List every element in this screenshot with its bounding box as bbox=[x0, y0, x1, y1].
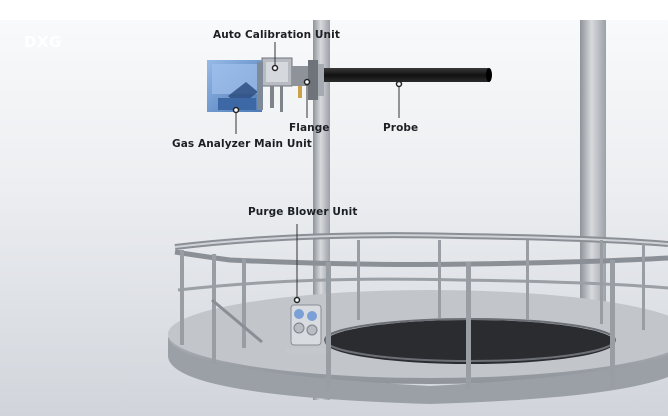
label-flange: Flange bbox=[289, 122, 330, 134]
railing-posts bbox=[180, 240, 645, 390]
label-probe: Probe bbox=[383, 122, 419, 134]
label-gas-analyzer-main-unit: Gas Analyzer Main Unit bbox=[172, 138, 312, 150]
label-auto-calibration-unit: Auto Calibration Unit bbox=[213, 29, 340, 41]
flange bbox=[308, 60, 318, 100]
callout-dots bbox=[232, 64, 403, 304]
label-purge-blower-unit: Purge Blower Unit bbox=[248, 206, 358, 218]
probe bbox=[322, 68, 490, 82]
callout-leaders bbox=[235, 42, 400, 300]
purge-blower-unit bbox=[286, 304, 326, 354]
brand-logo: DXG bbox=[24, 33, 62, 51]
